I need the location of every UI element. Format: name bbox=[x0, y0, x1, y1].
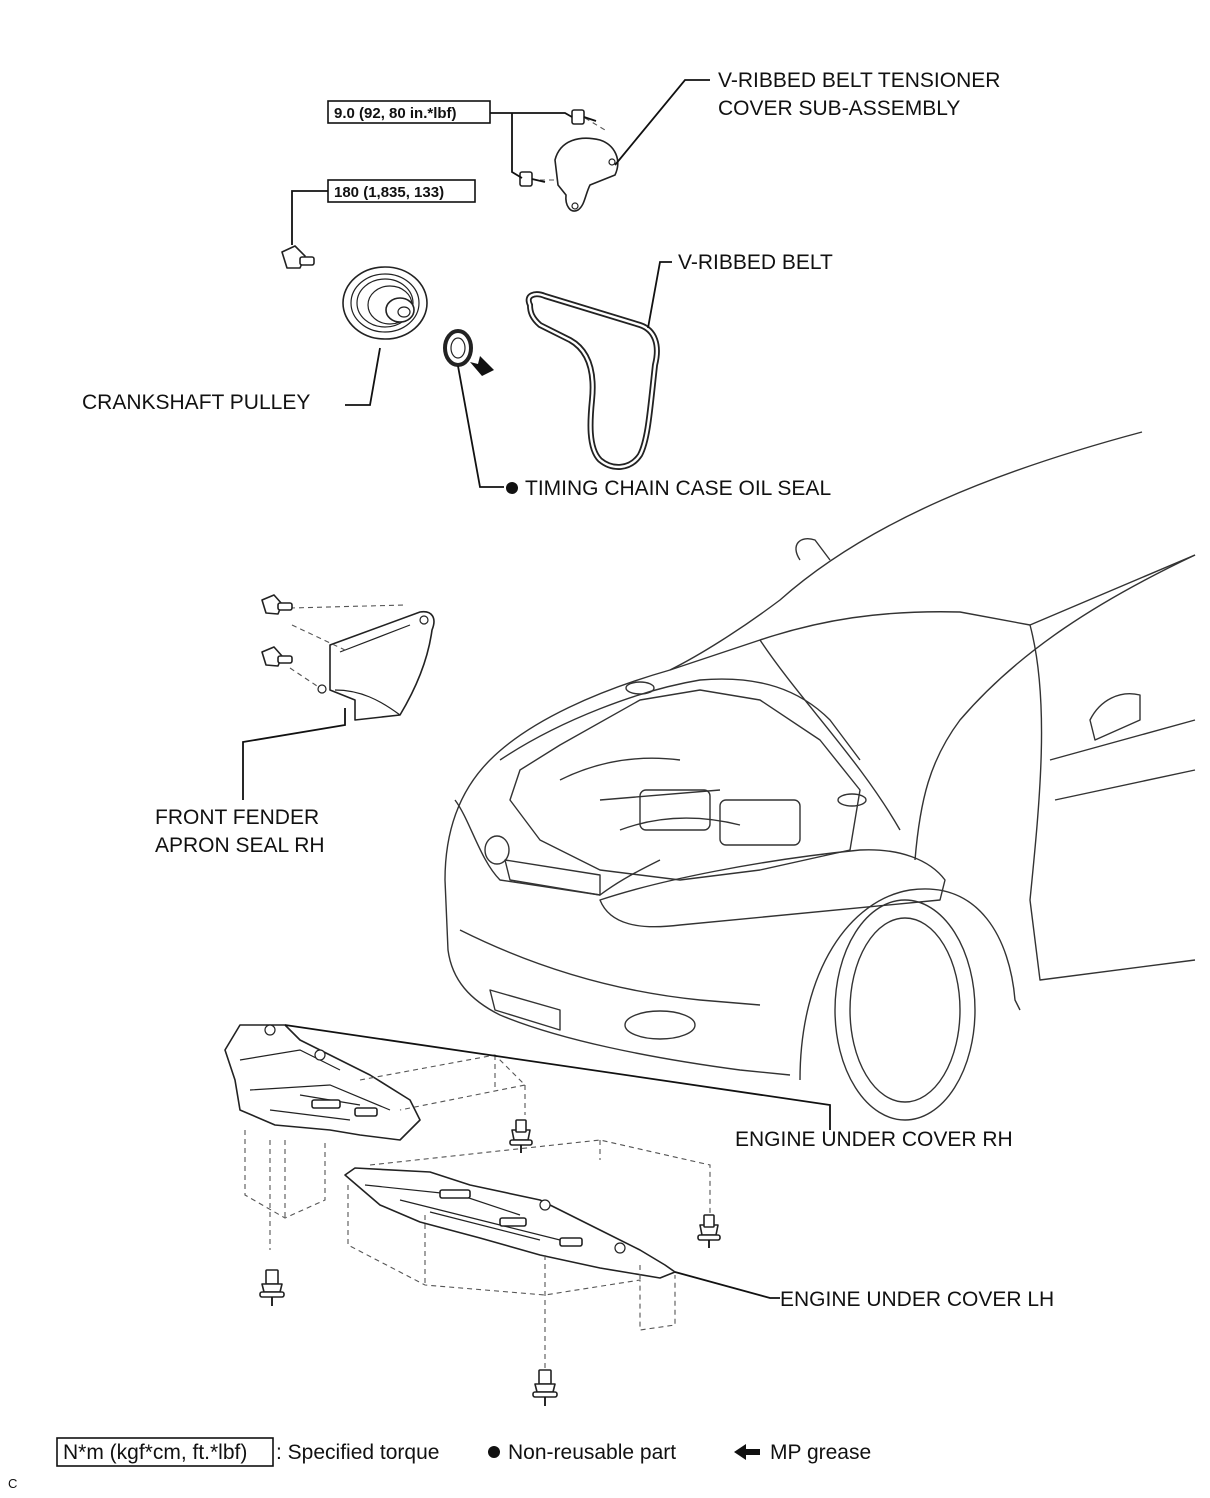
nonreusable-dot-icon bbox=[506, 482, 518, 494]
crankshaft-pulley-part bbox=[342, 266, 428, 340]
oil-seal-label: TIMING CHAIN CASE OIL SEAL bbox=[525, 477, 831, 500]
pulley-torque-leader bbox=[291, 190, 328, 245]
cover-lh-label-leader bbox=[674, 1271, 780, 1299]
engine-under-cover-rh-bolt bbox=[509, 1119, 533, 1153]
apron-seal-part bbox=[289, 604, 435, 721]
engine-under-cover-lh-bolt-bottom bbox=[532, 1369, 558, 1406]
oil-seal-label-leader bbox=[457, 365, 504, 488]
legend-torque-text: : Specified torque bbox=[276, 1441, 439, 1464]
belt-label-leader bbox=[647, 261, 672, 329]
legend: N*m (kgf*cm, ft.*lbf) : Specified torque… bbox=[56, 1437, 871, 1467]
tensioner-cover-bolt-lower bbox=[519, 171, 546, 187]
engine-under-cover-rh-part bbox=[224, 1024, 527, 1250]
pulley-label-leader bbox=[345, 347, 381, 406]
tensioner-cover-label-1: V-RIBBED BELT TENSIONER bbox=[718, 69, 1000, 92]
tensioner-cover-label-2: COVER SUB-ASSEMBLY bbox=[718, 97, 960, 120]
pulley-torque-value: 180 (1,835, 133) bbox=[334, 184, 444, 201]
engine-under-cover-lh-bolt-left bbox=[259, 1269, 285, 1306]
legend-grease-arrow-icon bbox=[734, 1444, 760, 1460]
apron-seal-clip-upper bbox=[261, 594, 293, 615]
apron-seal-clip-lower bbox=[261, 646, 293, 667]
grease-arrow-icon bbox=[470, 356, 494, 376]
legend-nonreusable-text: Non-reusable part bbox=[508, 1441, 676, 1464]
v-ribbed-belt-label: V-RIBBED BELT bbox=[678, 251, 833, 274]
apron-seal-label-2: APRON SEAL RH bbox=[155, 834, 325, 857]
legend-nonreusable-dot-icon bbox=[488, 1446, 500, 1458]
tensioner-torque-box bbox=[327, 100, 491, 124]
crankshaft-pulley-bolt bbox=[281, 245, 315, 269]
tensioner-cover-bolt-upper bbox=[571, 109, 597, 125]
tensioner-torque-leader bbox=[490, 112, 573, 179]
legend-grease-text: MP grease bbox=[770, 1441, 871, 1464]
engine-under-cover-rh-label: ENGINE UNDER COVER RH bbox=[735, 1128, 1013, 1151]
engine-under-cover-lh-bolt-right bbox=[697, 1214, 721, 1248]
car-front-illustration bbox=[444, 431, 1196, 1121]
engine-under-cover-lh-part bbox=[344, 1139, 711, 1370]
legend-torque-box-text: N*m (kgf*cm, ft.*lbf) bbox=[63, 1441, 247, 1464]
legend-torque-box bbox=[56, 1437, 274, 1467]
corner-code: C bbox=[8, 1476, 17, 1491]
tensioner-label-leader bbox=[614, 79, 710, 166]
apron-seal-label-leader bbox=[242, 708, 346, 800]
v-ribbed-belt-part bbox=[525, 291, 660, 470]
oil-seal-part bbox=[443, 329, 473, 367]
crankshaft-pulley-label: CRANKSHAFT PULLEY bbox=[82, 391, 310, 414]
cover-rh-label-leader bbox=[284, 1024, 831, 1130]
engine-under-cover-lh-label: ENGINE UNDER COVER LH bbox=[780, 1288, 1054, 1311]
apron-seal-label-1: FRONT FENDER bbox=[155, 806, 319, 829]
tensioner-cover-part bbox=[540, 117, 619, 212]
tensioner-torque-value: 9.0 (92, 80 in.*lbf) bbox=[334, 105, 457, 122]
